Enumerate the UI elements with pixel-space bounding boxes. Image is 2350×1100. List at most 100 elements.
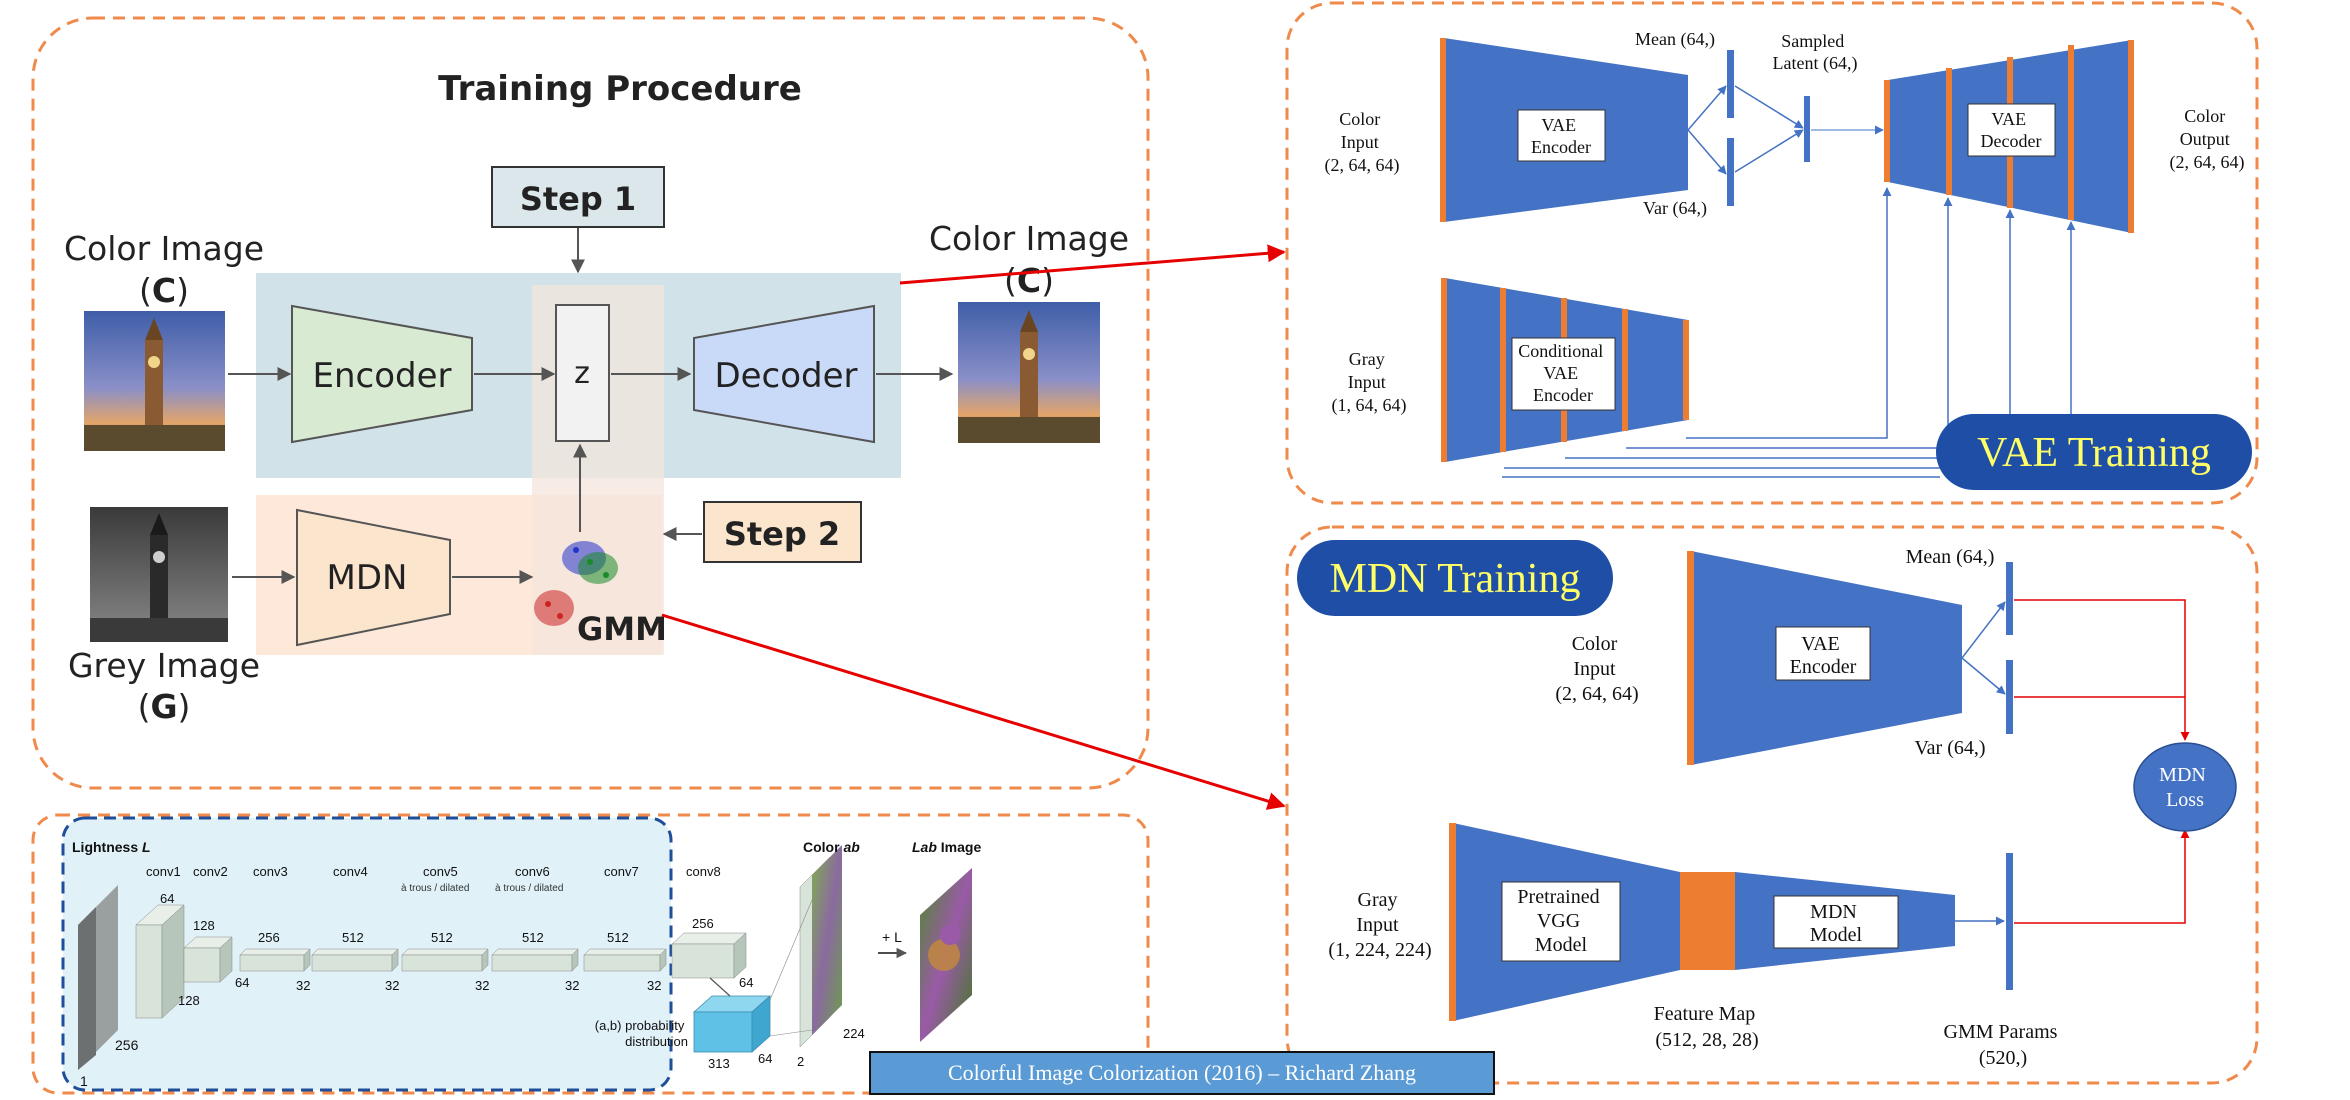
mdn-label: MDN <box>327 558 408 598</box>
channels-conv5: 512 <box>431 930 453 945</box>
vae-training-panel: Color Input (2, 64, 64) VAE Encoder Mean… <box>1285 1 2259 505</box>
conv5-block <box>401 948 489 972</box>
mdn-model-label: MDN Model <box>1810 901 1863 946</box>
layer-label-conv4: conv4 <box>333 864 368 879</box>
vae-decoder-bar-4 <box>2068 45 2074 220</box>
big-ben-grey-image <box>90 507 228 642</box>
spatial-conv6: 32 <box>565 978 579 993</box>
layer-label-conv5: conv5 <box>423 864 458 879</box>
conv2-block <box>183 936 233 983</box>
vgg-input-bar <box>1449 823 1456 1021</box>
channels-conv8: 256 <box>692 916 714 931</box>
mdn-loss-label: MDN Loss <box>2159 764 2211 811</box>
lab-image-label: Lab Image <box>912 839 981 855</box>
decoder-trapezoid <box>693 304 875 444</box>
vae-color-output-label: Color Output (2, 64, 64) <box>2170 106 2245 173</box>
color-ab-label: Color ab <box>803 839 860 855</box>
vae-color-input-label: Color Input (2, 64, 64) <box>1325 109 1400 176</box>
plus-l-label: + L <box>882 929 902 945</box>
spatial-conv7: 32 <box>647 978 661 993</box>
color-image-in-symbol: (C) <box>139 271 189 310</box>
color-dim-2: 2 <box>797 1054 804 1069</box>
cond-encoder-bar-5 <box>1683 320 1689 420</box>
conv5-sublabel: à trous / dilated <box>401 883 469 894</box>
mdn-enc-to-var <box>1961 657 2006 695</box>
vae-latent-bar <box>1804 96 1810 162</box>
vae-sampled-latent-label: Sampled Latent (64,) <box>1773 31 1858 74</box>
spatial-conv4: 32 <box>385 978 399 993</box>
vae-encoder-label: VAE Encoder <box>1531 115 1591 157</box>
conv4-block <box>311 948 399 972</box>
vae-training-badge <box>1936 414 2252 490</box>
mdn-loss-node <box>2133 742 2237 832</box>
grey-image-label: Grey Image <box>68 646 260 685</box>
channels-conv6: 512 <box>522 930 544 945</box>
step2-box <box>703 501 862 563</box>
z-label: z <box>574 356 590 391</box>
vae-var-to-latent <box>1734 129 1804 173</box>
mdn-panel-border <box>1285 525 2259 1085</box>
channels-conv1: 64 <box>160 891 174 906</box>
color-dim-224: 224 <box>843 1026 865 1041</box>
vae-var-label: Var (64,) <box>1643 198 1707 219</box>
encoder-label: Encoder <box>312 356 451 396</box>
vae-mean-to-latent <box>1734 85 1804 129</box>
mdn-vae-encoder-bar <box>1687 551 1694 765</box>
spatial-sizes: 128 64 32 32 32 32 32 64 <box>178 975 753 1008</box>
mdn-enc-to-mean <box>1961 601 2006 659</box>
spatial-conv3: 32 <box>296 978 310 993</box>
panel-title: Training Procedure <box>438 69 802 109</box>
spatial-conv8: 64 <box>739 975 753 990</box>
grey-image-symbol: (G) <box>138 687 191 726</box>
vae-decoder-bar-2 <box>1946 68 1952 195</box>
mdn-training-badge <box>1297 540 1613 616</box>
mdn-training-badge-label: MDN Training <box>1330 556 1581 602</box>
layer-label-conv3: conv3 <box>253 864 288 879</box>
mdn-var-bar <box>2006 660 2013 734</box>
cond-encoder-bar-1 <box>1441 278 1447 462</box>
vae-decoder-bar-5 <box>2128 40 2134 233</box>
conv8-to-prob <box>709 977 731 997</box>
vae-encoder-input-bar <box>1440 38 1446 222</box>
conv6-sublabel: à trous / dilated <box>495 883 563 894</box>
mdn-mean-bar <box>2006 562 2013 635</box>
conv1-block <box>135 904 185 1019</box>
red-arrow-to-mdn <box>661 613 1286 810</box>
conv3-block <box>239 948 311 972</box>
caption-box <box>869 1051 1495 1095</box>
prob-dist-label: (a,b) probability distribution <box>595 1018 688 1049</box>
zhang-panel: Lightness L 1 256 <box>31 813 1495 1095</box>
layer-label-conv7: conv7 <box>604 864 639 879</box>
mdn-mean-label: Mean (64,) <box>1906 546 1995 568</box>
loss-connectors <box>2014 599 2190 924</box>
vae-mean-label: Mean (64,) <box>1635 29 1715 50</box>
gmm-params-bar <box>2006 853 2013 990</box>
gmm-clusters <box>534 541 618 626</box>
cond-encoder-label-box <box>1511 337 1616 411</box>
mdn-training-panel: MDN Training Color Input (2, 64, 64) VAE… <box>1285 525 2259 1085</box>
cond-encoder-bar-4 <box>1622 309 1628 431</box>
layer-label-conv1: conv1 <box>146 864 181 879</box>
spatial-conv5: 32 <box>475 978 489 993</box>
channels-conv7: 512 <box>607 930 629 945</box>
lab-image-slab <box>920 868 972 1042</box>
channels-conv4: 512 <box>342 930 364 945</box>
vae-training-badge-label: VAE Training <box>1977 430 2211 476</box>
channels-conv2: 128 <box>193 918 215 933</box>
z-box <box>555 304 610 442</box>
color-image-out-symbol: (C) <box>1004 261 1054 300</box>
vae-decoder-label: VAE Decoder <box>1981 109 2042 151</box>
mdn-vae-encoder-label-box <box>1775 626 1871 681</box>
input-size: 256 <box>115 1037 139 1053</box>
caption-text: Colorful Image Colorization (2016) – Ric… <box>948 1060 1416 1085</box>
color-ab-slab <box>769 845 842 1048</box>
step2-label: Step 2 <box>724 515 840 553</box>
vae-encoder-label-box <box>1517 109 1606 162</box>
big-ben-color-image-out <box>958 302 1100 443</box>
conv6-block <box>491 948 579 972</box>
step1-label: Step 1 <box>520 180 636 218</box>
decoder-label: Decoder <box>714 356 857 396</box>
vae-decoder-bar-1 <box>1884 80 1890 182</box>
mdn-gray-input-label: Gray Input (1, 224, 224) <box>1328 889 1431 961</box>
mdn-vae-encoder-label: VAE Encoder <box>1790 633 1857 678</box>
